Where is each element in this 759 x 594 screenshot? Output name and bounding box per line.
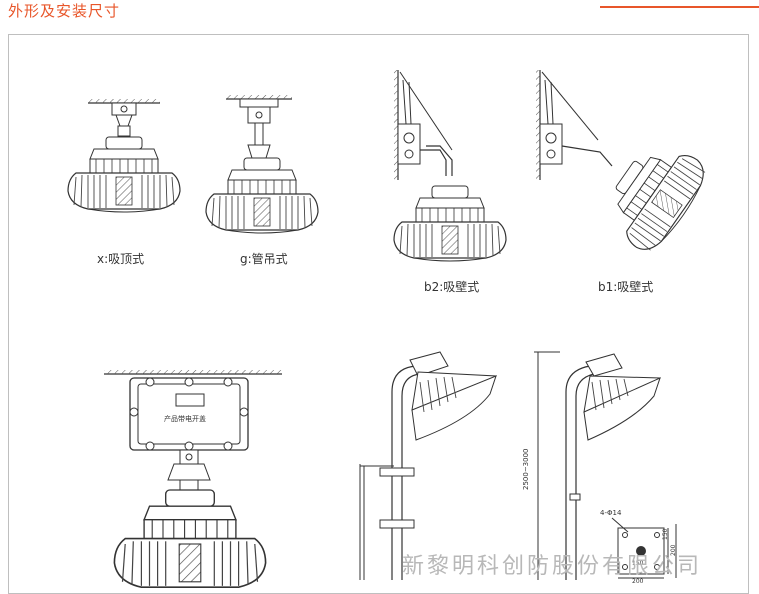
junction-box-text: 产品带电开盖 [164, 415, 206, 423]
watermark: 新黎明科创防股份有限公司 [402, 554, 703, 579]
label-ceiling-mount: x:吸顶式 [97, 252, 145, 266]
page-title: 外形及安装尺寸 [8, 2, 121, 20]
lamp-wall-mount-b2 [393, 70, 507, 262]
lamp-with-junction-box [104, 370, 282, 588]
lamp-pole-mount-dimensioned [534, 351, 677, 580]
lamp-pipe-pendant [205, 95, 319, 234]
label-wall-mount-b2: b2:吸壁式 [424, 280, 480, 294]
lamp-ceiling-mount [67, 99, 181, 213]
lamp-pole-mount-side [359, 351, 497, 580]
lamp-wall-mount-b1 [536, 70, 715, 260]
base-dim-outer: 200 [632, 578, 644, 585]
label-pipe-pendant: g:管吊式 [240, 252, 288, 266]
pole-height-label: 2500~3000 [522, 448, 530, 491]
base-hole-label: 4-Φ14 [600, 509, 622, 517]
label-wall-mount-b1: b1:吸壁式 [598, 280, 654, 294]
title-underline [600, 6, 759, 8]
base-dim-h1: 150 [662, 528, 669, 540]
base-dim-inner: 150 [632, 560, 644, 567]
